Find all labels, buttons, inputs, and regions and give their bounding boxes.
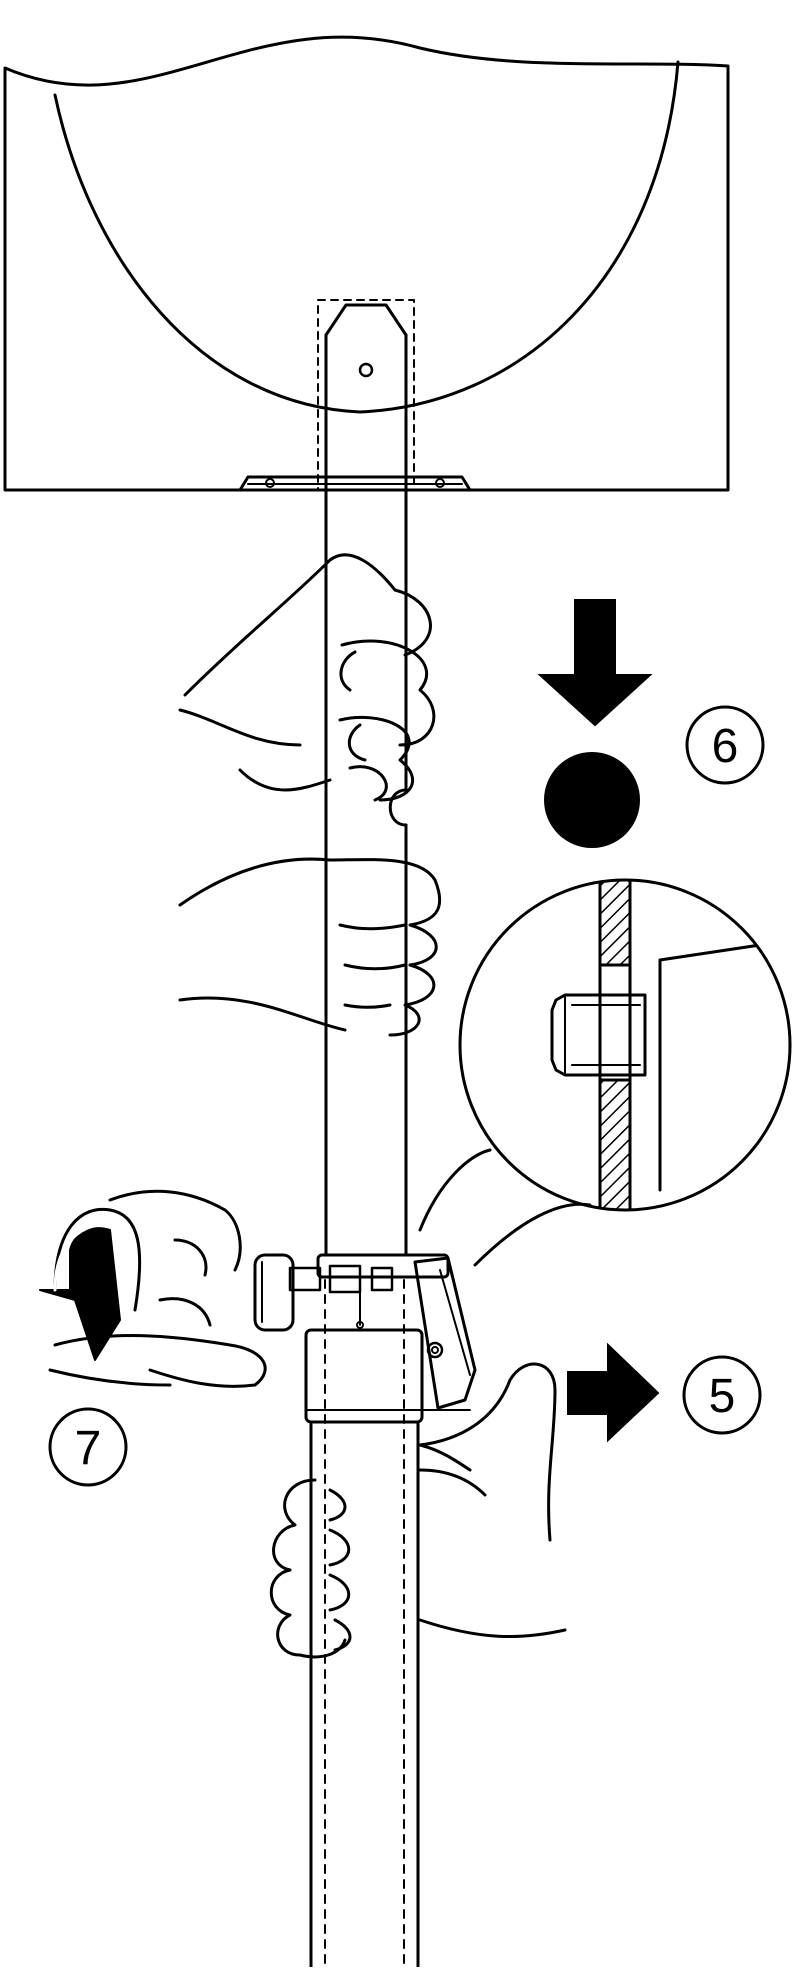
step-label-6: 6 bbox=[712, 720, 739, 773]
upper-hand bbox=[178, 553, 436, 802]
down-arrow-icon bbox=[537, 599, 653, 727]
lower-hand bbox=[269, 1468, 567, 1659]
top-panel bbox=[3, 35, 730, 492]
step-marker-7: 7 bbox=[48, 1407, 128, 1487]
middle-hand bbox=[178, 857, 442, 1037]
step-marker-6: 6 bbox=[685, 705, 765, 785]
clamp-assembly bbox=[253, 1253, 477, 1424]
step-label-7: 7 bbox=[75, 1422, 102, 1475]
upper-post bbox=[324, 333, 408, 1257]
right-arrow-icon bbox=[567, 1342, 660, 1443]
step-label-5: 5 bbox=[709, 1370, 736, 1423]
right-hand bbox=[418, 1362, 557, 1542]
left-hand bbox=[48, 1189, 267, 1388]
lower-tube bbox=[309, 1279, 420, 1969]
step-marker-5: 5 bbox=[682, 1355, 762, 1435]
press-button-dot bbox=[544, 752, 640, 848]
rotate-arrow-icon bbox=[39, 1207, 142, 1361]
detail-callout bbox=[418, 878, 792, 1267]
